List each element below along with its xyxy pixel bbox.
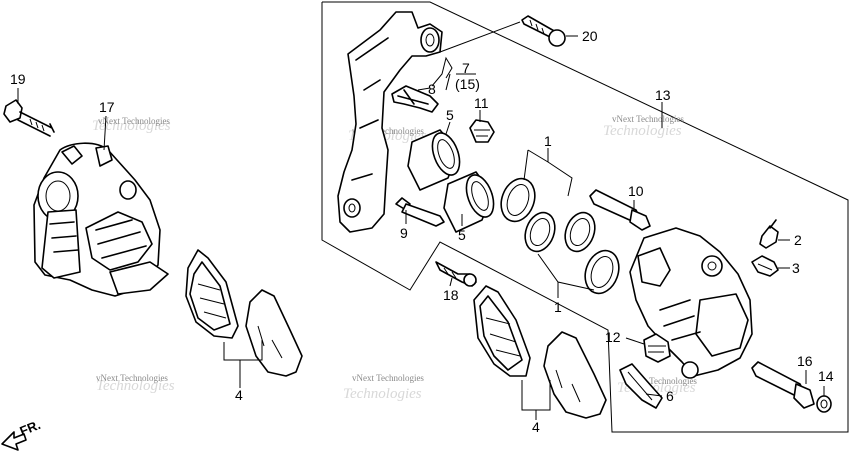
boot-12 (643, 333, 671, 363)
watermark-text: vNext Technologies (96, 373, 168, 383)
pin-16 (751, 361, 815, 409)
seals-1 (500, 177, 620, 295)
bolt-19 (3, 99, 55, 137)
bolt-20 (521, 15, 566, 47)
callout-13: 13 (655, 87, 671, 103)
watermark-shadow: Technologies (603, 123, 682, 139)
assembly-boundary (321, 1, 849, 433)
bolt-18 (435, 261, 477, 287)
callout-5: 5 (446, 107, 454, 123)
callout-11: 11 (474, 95, 489, 111)
front-direction-arrow: FR. (1, 417, 43, 451)
watermark-shadow: Technologies (96, 378, 175, 394)
pad-spring-8 (391, 85, 439, 113)
piston-5-lower (443, 171, 495, 233)
caliper-bracket-7 (337, 11, 443, 233)
direction-label: FR. (18, 417, 43, 439)
callout-20: 20 (582, 28, 598, 44)
leader-lines (17, 21, 825, 420)
callout-3: 3 (792, 260, 800, 276)
bleeder-11 (469, 119, 495, 143)
callout-labels: 19 17 4 4 7 (15) 8 11 5 5 9 1 1 10 13 20… (10, 28, 834, 435)
callout-14: 14 (818, 368, 834, 384)
callout-10: 10 (628, 183, 644, 199)
callout-2: 2 (794, 232, 802, 248)
watermark-shadow: Technologies (92, 118, 171, 134)
callout-19: 19 (10, 71, 26, 87)
callout-17: 17 (99, 99, 115, 115)
watermarks: Technologies vNext Technologies Technolo… (92, 114, 697, 402)
pin-bolt-10 (589, 189, 651, 231)
callout-4: 4 (532, 419, 540, 435)
left-caliper-assembly-17 (33, 142, 169, 297)
retainer-6 (619, 363, 663, 409)
brake-pads-center-4 (473, 285, 607, 419)
cap-14 (816, 395, 832, 413)
brake-pads-left-4 (185, 249, 303, 377)
callout-18: 18 (443, 287, 459, 303)
callout-16: 16 (797, 353, 813, 369)
callout-4: 4 (235, 387, 243, 403)
pin-9 (395, 197, 445, 227)
callout-12: 12 (605, 329, 621, 345)
bleeder-2 (759, 219, 779, 249)
callout-8: 8 (428, 81, 436, 97)
piston-5-upper (407, 129, 461, 191)
callout-1: 1 (544, 133, 552, 149)
callout-15: (15) (455, 76, 480, 92)
callout-9: 9 (400, 225, 408, 241)
callout-6: 6 (666, 388, 674, 404)
callout-7: 7 (462, 60, 470, 76)
watermark-text: vNext Technologies (625, 376, 697, 386)
watermark-text: vNext Technologies (98, 116, 170, 126)
cap-3 (751, 255, 779, 277)
watermark-text: vNext Technologies (612, 114, 684, 124)
watermark-text: vNext Technologies (352, 373, 424, 383)
callout-1: 1 (554, 299, 562, 315)
watermark-text: vNext Technologies (352, 126, 424, 136)
callout-5: 5 (458, 227, 466, 243)
watermark-shadow: Technologies (343, 386, 422, 402)
